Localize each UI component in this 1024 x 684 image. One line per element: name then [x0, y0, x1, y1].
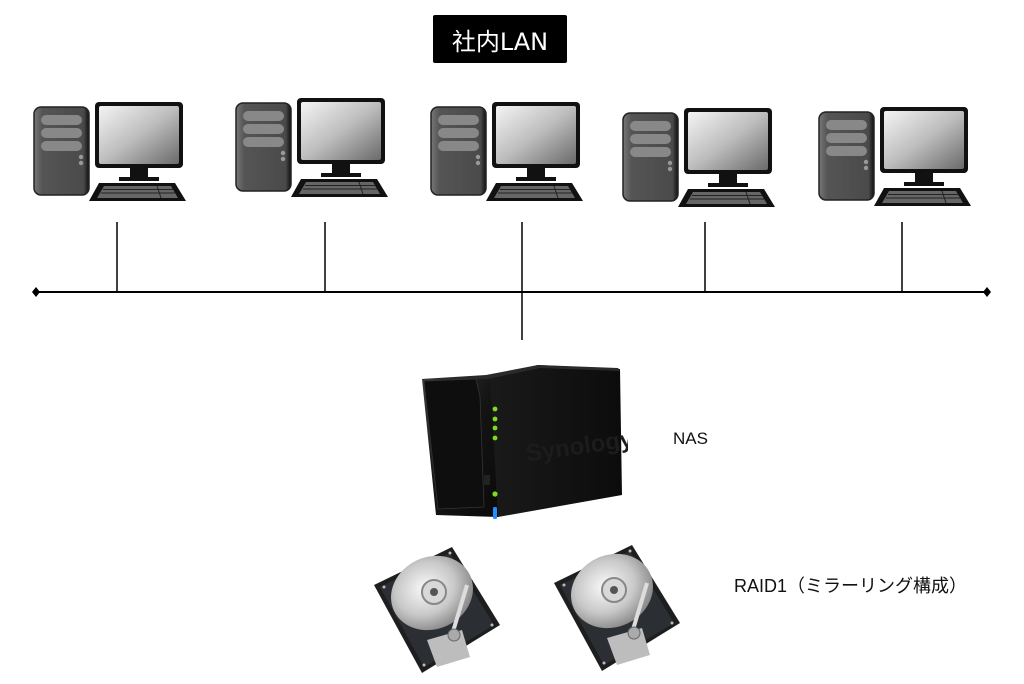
pc-4-desktop-icon: [622, 107, 777, 212]
pc-5-desktop-icon: [818, 106, 973, 211]
nas-label: NAS: [673, 429, 708, 448]
nas-device-icon: Synology: [422, 365, 628, 519]
bus-end-left: [32, 287, 40, 297]
pc-1-desktop-icon: [33, 101, 188, 206]
bus-end-right: [983, 287, 991, 297]
pc-3-desktop-icon: [430, 101, 585, 206]
raid-label: RAID1（ミラーリング構成）: [734, 576, 968, 596]
hard-disk-1-icon: [372, 545, 502, 675]
hard-disk-2-icon: [552, 543, 682, 673]
network-title: 社内LAN: [433, 15, 567, 63]
pc-2-desktop-icon: [235, 97, 390, 202]
